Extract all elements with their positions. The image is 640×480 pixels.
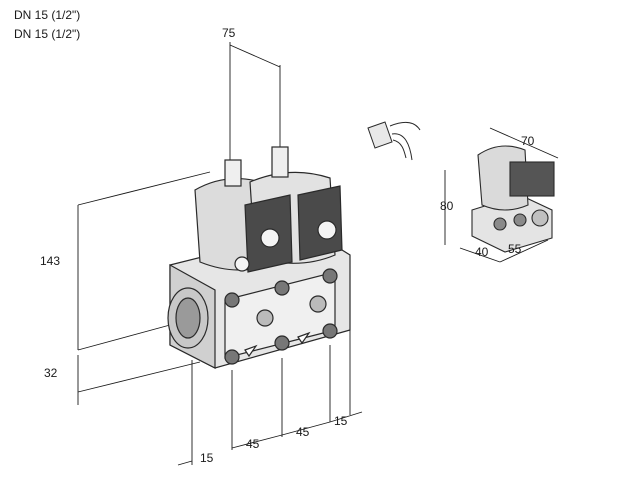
dim-spacing-45b: 45 — [296, 425, 310, 439]
connector-plug — [367, 121, 421, 161]
title-line-1: DN 15 (1/2") — [14, 8, 81, 22]
dim-right-15: 15 — [334, 414, 348, 428]
dim-detail-40: 40 — [475, 245, 489, 259]
dim-left-15: 15 — [200, 451, 214, 465]
dim-detail-70: 70 — [521, 134, 535, 148]
title-line-2: DN 15 (1/2") — [14, 27, 81, 41]
dimension-lines — [77, 42, 559, 466]
dim-detail-80: 80 — [440, 199, 454, 213]
dim-detail-55: 55 — [508, 242, 522, 256]
dim-height-143: 143 — [40, 254, 60, 268]
valve-body — [167, 146, 351, 369]
dim-base-32: 32 — [44, 366, 58, 380]
dim-spacing-45a: 45 — [246, 437, 260, 451]
detail-valve — [471, 145, 555, 253]
dim-top-75: 75 — [222, 26, 236, 40]
